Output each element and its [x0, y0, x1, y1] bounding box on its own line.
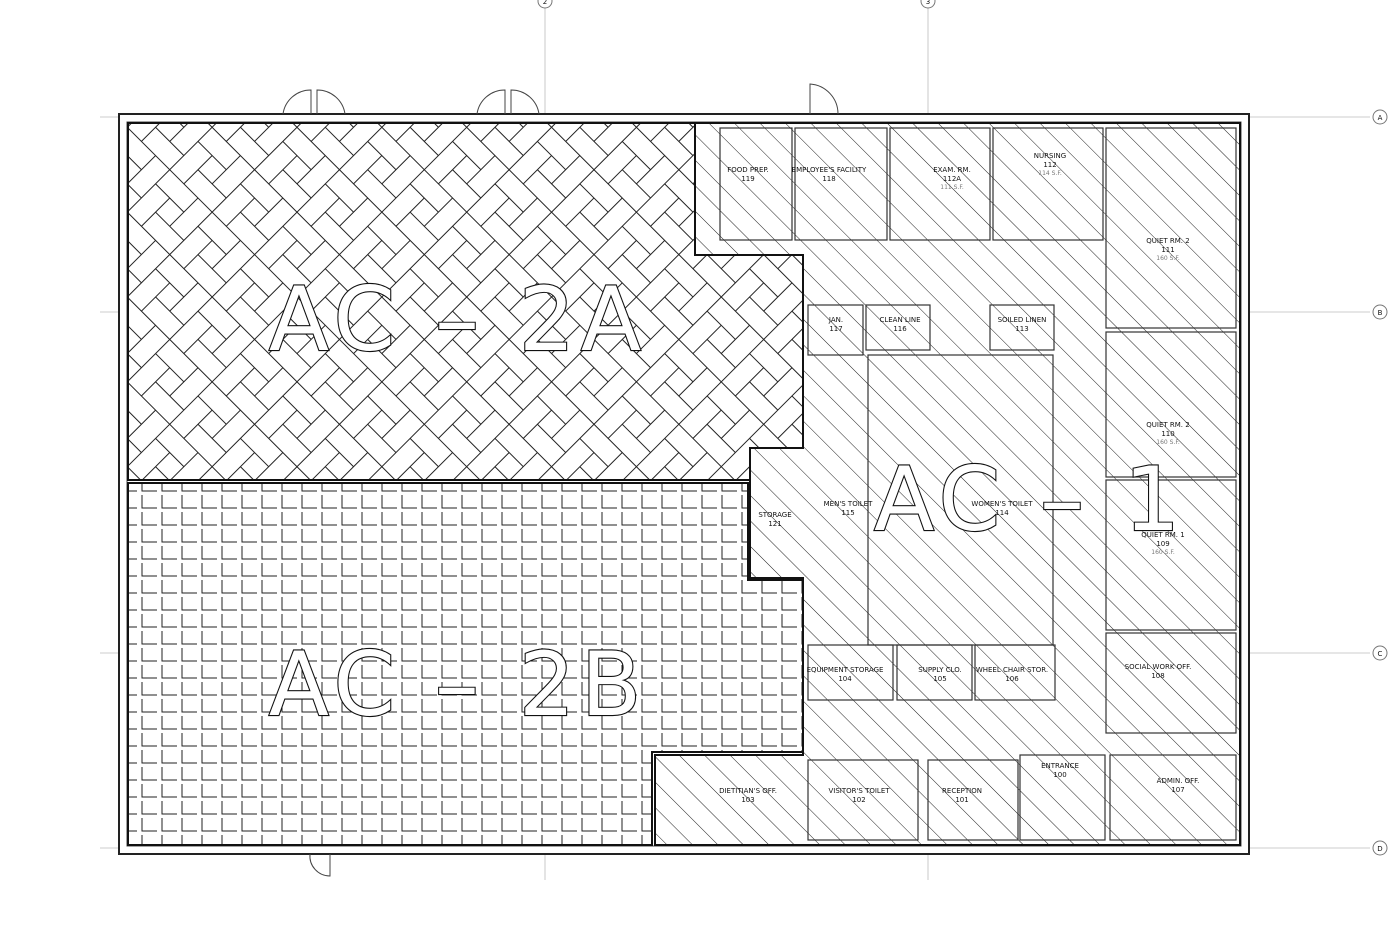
svg-text:105: 105 — [933, 675, 946, 683]
room-tag: CLEAN LINE 116 — [879, 316, 920, 333]
svg-text:SUPPLY CLO.: SUPPLY CLO. — [918, 666, 961, 674]
svg-text:DIETITIAN'S OFF.: DIETITIAN'S OFF. — [719, 787, 777, 795]
zone-ac-2b-area — [127, 482, 804, 846]
room-tag: RECEPTION 101 — [942, 787, 982, 804]
interior-walls — [719, 127, 1237, 841]
svg-text:111 S.F.: 111 S.F. — [940, 184, 964, 191]
svg-text:NURSING: NURSING — [1034, 152, 1066, 160]
svg-text:117: 117 — [829, 325, 842, 333]
room-tag: VISITOR'S TOILET 102 — [828, 787, 890, 804]
zone-ac-2a-area — [127, 122, 804, 481]
svg-text:116: 116 — [893, 325, 907, 333]
svg-text:118: 118 — [822, 175, 835, 183]
svg-text:114 S.F.: 114 S.F. — [1038, 170, 1062, 177]
room-tag: QUIET RM. 1 109 160 S.F. — [1141, 531, 1184, 556]
room-tag: SOILED LINEN 113 — [998, 316, 1047, 333]
svg-text:110: 110 — [1161, 430, 1174, 438]
room-tag: QUIET RM. 2 111 160 S.F. — [1146, 237, 1189, 262]
svg-text:104: 104 — [838, 675, 852, 683]
svg-text:CLEAN LINE: CLEAN LINE — [879, 316, 920, 324]
svg-text:FOOD PREP.: FOOD PREP. — [727, 166, 769, 174]
grid-bubble-3: 3 — [920, 0, 936, 9]
svg-text:2: 2 — [543, 0, 547, 6]
room-tag: WOMEN'S TOILET 114 — [971, 500, 1033, 517]
room-tag: EMPLOYEE'S FACILITY 118 — [792, 166, 867, 183]
svg-text:VISITOR'S TOILET: VISITOR'S TOILET — [828, 787, 890, 795]
room-tag: WHEEL CHAIR STOR. 106 — [976, 666, 1048, 683]
svg-text:QUIET RM. 2: QUIET RM. 2 — [1146, 237, 1189, 245]
svg-text:100: 100 — [1053, 771, 1066, 779]
svg-text:102: 102 — [852, 796, 865, 804]
svg-text:QUIET RM. 1: QUIET RM. 1 — [1141, 531, 1184, 539]
svg-text:ADMIN. OFF.: ADMIN. OFF. — [1157, 777, 1200, 785]
svg-text:WOMEN'S TOILET: WOMEN'S TOILET — [971, 500, 1033, 508]
zone-label-ac-2a: AC – 2A — [269, 268, 647, 371]
svg-text:107: 107 — [1171, 786, 1184, 794]
svg-text:121: 121 — [768, 520, 781, 528]
svg-text:C: C — [1378, 650, 1383, 658]
svg-text:STORAGE: STORAGE — [758, 511, 791, 519]
svg-text:EMPLOYEE'S FACILITY: EMPLOYEE'S FACILITY — [792, 166, 867, 174]
room-tag: JAN. 117 — [828, 316, 843, 333]
grid-bubble-b: B — [1372, 304, 1388, 320]
svg-text:113: 113 — [1015, 325, 1028, 333]
svg-text:RECEPTION: RECEPTION — [942, 787, 982, 795]
svg-text:B: B — [1378, 309, 1383, 317]
svg-text:101: 101 — [955, 796, 968, 804]
room-tag: SUPPLY CLO. 105 — [918, 666, 961, 683]
svg-text:112A: 112A — [943, 175, 961, 183]
svg-text:JAN.: JAN. — [828, 316, 843, 324]
svg-text:109: 109 — [1156, 540, 1169, 548]
svg-text:SOILED LINEN: SOILED LINEN — [998, 316, 1047, 324]
svg-text:D: D — [1377, 845, 1382, 853]
svg-text:119: 119 — [741, 175, 754, 183]
grid-bubble-c: C — [1372, 645, 1388, 661]
svg-text:3: 3 — [926, 0, 930, 6]
svg-text:WHEEL CHAIR STOR.: WHEEL CHAIR STOR. — [976, 666, 1048, 674]
svg-text:115: 115 — [841, 509, 854, 517]
svg-text:106: 106 — [1005, 675, 1019, 683]
room-tag: EQUIPMENT STORAGE 104 — [807, 666, 884, 683]
exterior-doors — [282, 83, 839, 877]
room-tag: DIETITIAN'S OFF. 103 — [719, 787, 777, 804]
grid-bubble-a: A — [1372, 109, 1388, 125]
room-tag: ADMIN. OFF. 107 — [1157, 777, 1200, 794]
room-tag: EXAM. RM. 112A 111 S.F. — [933, 166, 971, 191]
room-tag: SOCIAL WORK OFF. 108 — [1125, 663, 1192, 680]
svg-text:160 S.F.: 160 S.F. — [1151, 549, 1175, 556]
grid-bubble-2: 2 — [537, 0, 553, 9]
svg-text:160 S.F.: 160 S.F. — [1156, 439, 1180, 446]
room-tag: MEN'S TOILET 115 — [824, 500, 873, 517]
grid-bubble-d: D — [1372, 840, 1388, 856]
svg-text:160 S.F.: 160 S.F. — [1156, 255, 1180, 262]
zone-label-ac-1: AC – 1 — [874, 448, 1186, 551]
svg-text:EXAM. RM.: EXAM. RM. — [933, 166, 971, 174]
room-tag: NURSING 112 114 S.F. — [1034, 152, 1066, 177]
svg-text:ENTRANCE: ENTRANCE — [1041, 762, 1079, 770]
svg-text:108: 108 — [1151, 672, 1164, 680]
room-tag: FOOD PREP. 119 — [727, 166, 769, 183]
zone-label-ac-2b: AC – 2B — [269, 633, 647, 736]
svg-text:103: 103 — [741, 796, 754, 804]
svg-text:114: 114 — [995, 509, 1009, 517]
svg-text:SOCIAL WORK OFF.: SOCIAL WORK OFF. — [1125, 663, 1192, 671]
room-tag: STORAGE 121 — [758, 511, 791, 528]
room-tag: QUIET RM. 2 110 160 S.F. — [1146, 421, 1189, 446]
svg-text:111: 111 — [1161, 246, 1174, 254]
svg-text:MEN'S TOILET: MEN'S TOILET — [824, 500, 873, 508]
room-tag: ENTRANCE 100 — [1041, 762, 1079, 779]
svg-text:QUIET RM. 2: QUIET RM. 2 — [1146, 421, 1189, 429]
svg-text:A: A — [1378, 114, 1383, 122]
svg-text:112: 112 — [1043, 161, 1056, 169]
svg-text:EQUIPMENT STORAGE: EQUIPMENT STORAGE — [807, 666, 884, 674]
